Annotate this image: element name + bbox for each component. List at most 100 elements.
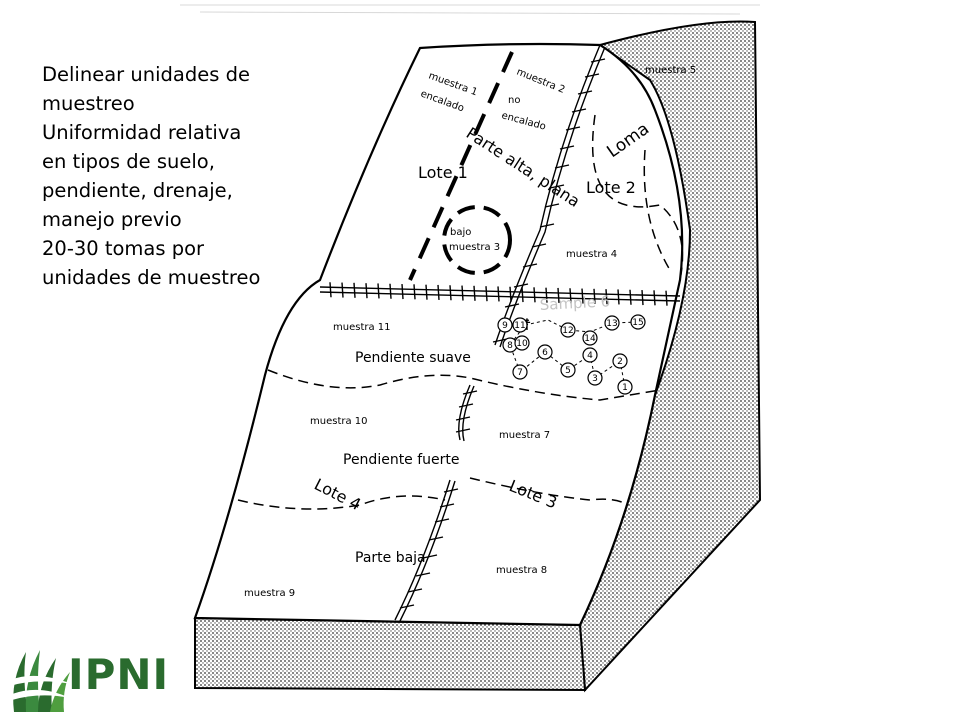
guideline-line: Uniformidad relativa <box>42 121 242 144</box>
logo-text: IPNI <box>68 650 170 699</box>
sample-core-number: 6 <box>542 348 548 358</box>
sample-core-number: 8 <box>507 341 513 351</box>
fence-post <box>605 289 608 305</box>
fence-post <box>407 588 423 593</box>
sample-core-circle <box>512 364 528 380</box>
sample-core-number: 5 <box>565 366 571 376</box>
sample-core-circle <box>512 317 528 333</box>
fence-post <box>581 288 584 304</box>
fence-post <box>509 286 512 302</box>
fence-post <box>449 285 452 301</box>
fence-post <box>455 428 471 433</box>
sample-core: 3 <box>587 370 603 386</box>
fence-post <box>513 283 529 288</box>
lote-1-label: Lote 1 <box>418 163 468 182</box>
sample-core: 2 <box>612 353 628 369</box>
sample-core-number: 2 <box>617 357 623 367</box>
fence-post <box>401 284 404 300</box>
lote-2-label: Lote 2 <box>586 178 636 197</box>
fence-post <box>377 283 380 299</box>
fence-post <box>577 90 593 95</box>
sample-core: 6 <box>537 344 553 360</box>
zone-parte-baja-label: Parte baja <box>355 550 426 566</box>
fence-post <box>531 243 547 248</box>
fence-post <box>425 284 428 300</box>
sample-7-label: muestra 7 <box>499 430 550 441</box>
fence-post <box>413 284 416 300</box>
fence-post <box>341 282 344 298</box>
fence-post <box>462 390 478 395</box>
sample-core-number: 11 <box>514 321 525 331</box>
field-top-face <box>193 42 684 627</box>
fence-post <box>422 554 438 559</box>
no-label: no <box>508 95 520 106</box>
guideline-line: Delinear unidades de <box>42 63 250 86</box>
sample-core: 13 <box>604 315 620 331</box>
fence-post <box>593 288 596 304</box>
sample-faded-label: Sample 6 <box>539 292 610 314</box>
fence-post <box>329 282 332 298</box>
sample-core-number: 1 <box>622 383 628 393</box>
sample-core: 15 <box>630 314 646 330</box>
fence-horizontal <box>319 282 681 306</box>
bajo-label: bajo <box>450 227 471 238</box>
guideline-line: 20-30 tomas por <box>42 237 205 260</box>
fence-post <box>565 126 581 131</box>
guideline-line: unidades de muestreo <box>42 266 261 289</box>
fence-post <box>569 288 572 304</box>
sample-core-circle <box>630 314 646 330</box>
guideline-line: pendiente, drenaje, <box>42 179 233 202</box>
sample-5-label: muestra 5 <box>645 65 696 76</box>
sampling-guidelines-text: Delinear unidades de muestreo Uniformida… <box>42 60 282 292</box>
fence-post <box>584 73 600 78</box>
field-front-face <box>194 616 587 692</box>
fence-post <box>455 416 471 421</box>
fence-post <box>641 290 644 306</box>
sample-core-number: 9 <box>502 321 508 331</box>
guideline-line: en tipos de suelo, <box>42 150 215 173</box>
sample-3-label: muestra 3 <box>449 242 500 253</box>
zone-pendiente-fuerte-label: Pendiente fuerte <box>343 452 460 468</box>
sample-9-label: muestra 9 <box>244 588 295 599</box>
fence-post <box>629 289 632 305</box>
sample-core-circle <box>582 347 598 363</box>
fence-post <box>439 503 455 508</box>
sample-core-number: 13 <box>606 319 617 329</box>
fence-post <box>497 286 500 302</box>
sample-core-number: 10 <box>516 339 528 349</box>
fence-post <box>590 58 606 63</box>
sample-core-circle <box>612 353 628 369</box>
guideline-line: muestreo <box>42 92 135 115</box>
sample-core-circle <box>537 344 553 360</box>
sample-4-label: muestra 4 <box>566 249 617 260</box>
sample-core: 14 <box>582 330 598 346</box>
fence-post <box>458 403 474 408</box>
fence-post <box>504 303 520 308</box>
lime-boundary-line <box>408 51 514 281</box>
sample-core-number: 12 <box>562 326 573 336</box>
sample-core: 11 <box>512 317 528 333</box>
sample-core: 7 <box>512 364 528 380</box>
fence-post <box>428 536 444 541</box>
low-spot-circle <box>442 205 512 275</box>
sample-core-circle <box>582 330 598 346</box>
fence-post <box>571 108 587 113</box>
fence-post <box>365 283 368 299</box>
sample-core-circle <box>587 370 603 386</box>
fence-post <box>353 282 356 298</box>
fence-post <box>389 283 392 299</box>
sample-core-circle <box>497 317 513 333</box>
guideline-line: manejo previo <box>42 208 182 231</box>
fence-post <box>473 285 476 301</box>
fence-post <box>437 284 440 300</box>
fence-post <box>554 164 570 169</box>
sample-core-circle <box>560 362 576 378</box>
fence-post <box>557 287 560 303</box>
sample-core-number: 4 <box>587 351 593 361</box>
fence-post <box>415 572 431 577</box>
sample-10-label: muestra 10 <box>310 416 368 427</box>
fence-post <box>544 203 560 208</box>
sample-core-number: 7 <box>517 368 523 378</box>
